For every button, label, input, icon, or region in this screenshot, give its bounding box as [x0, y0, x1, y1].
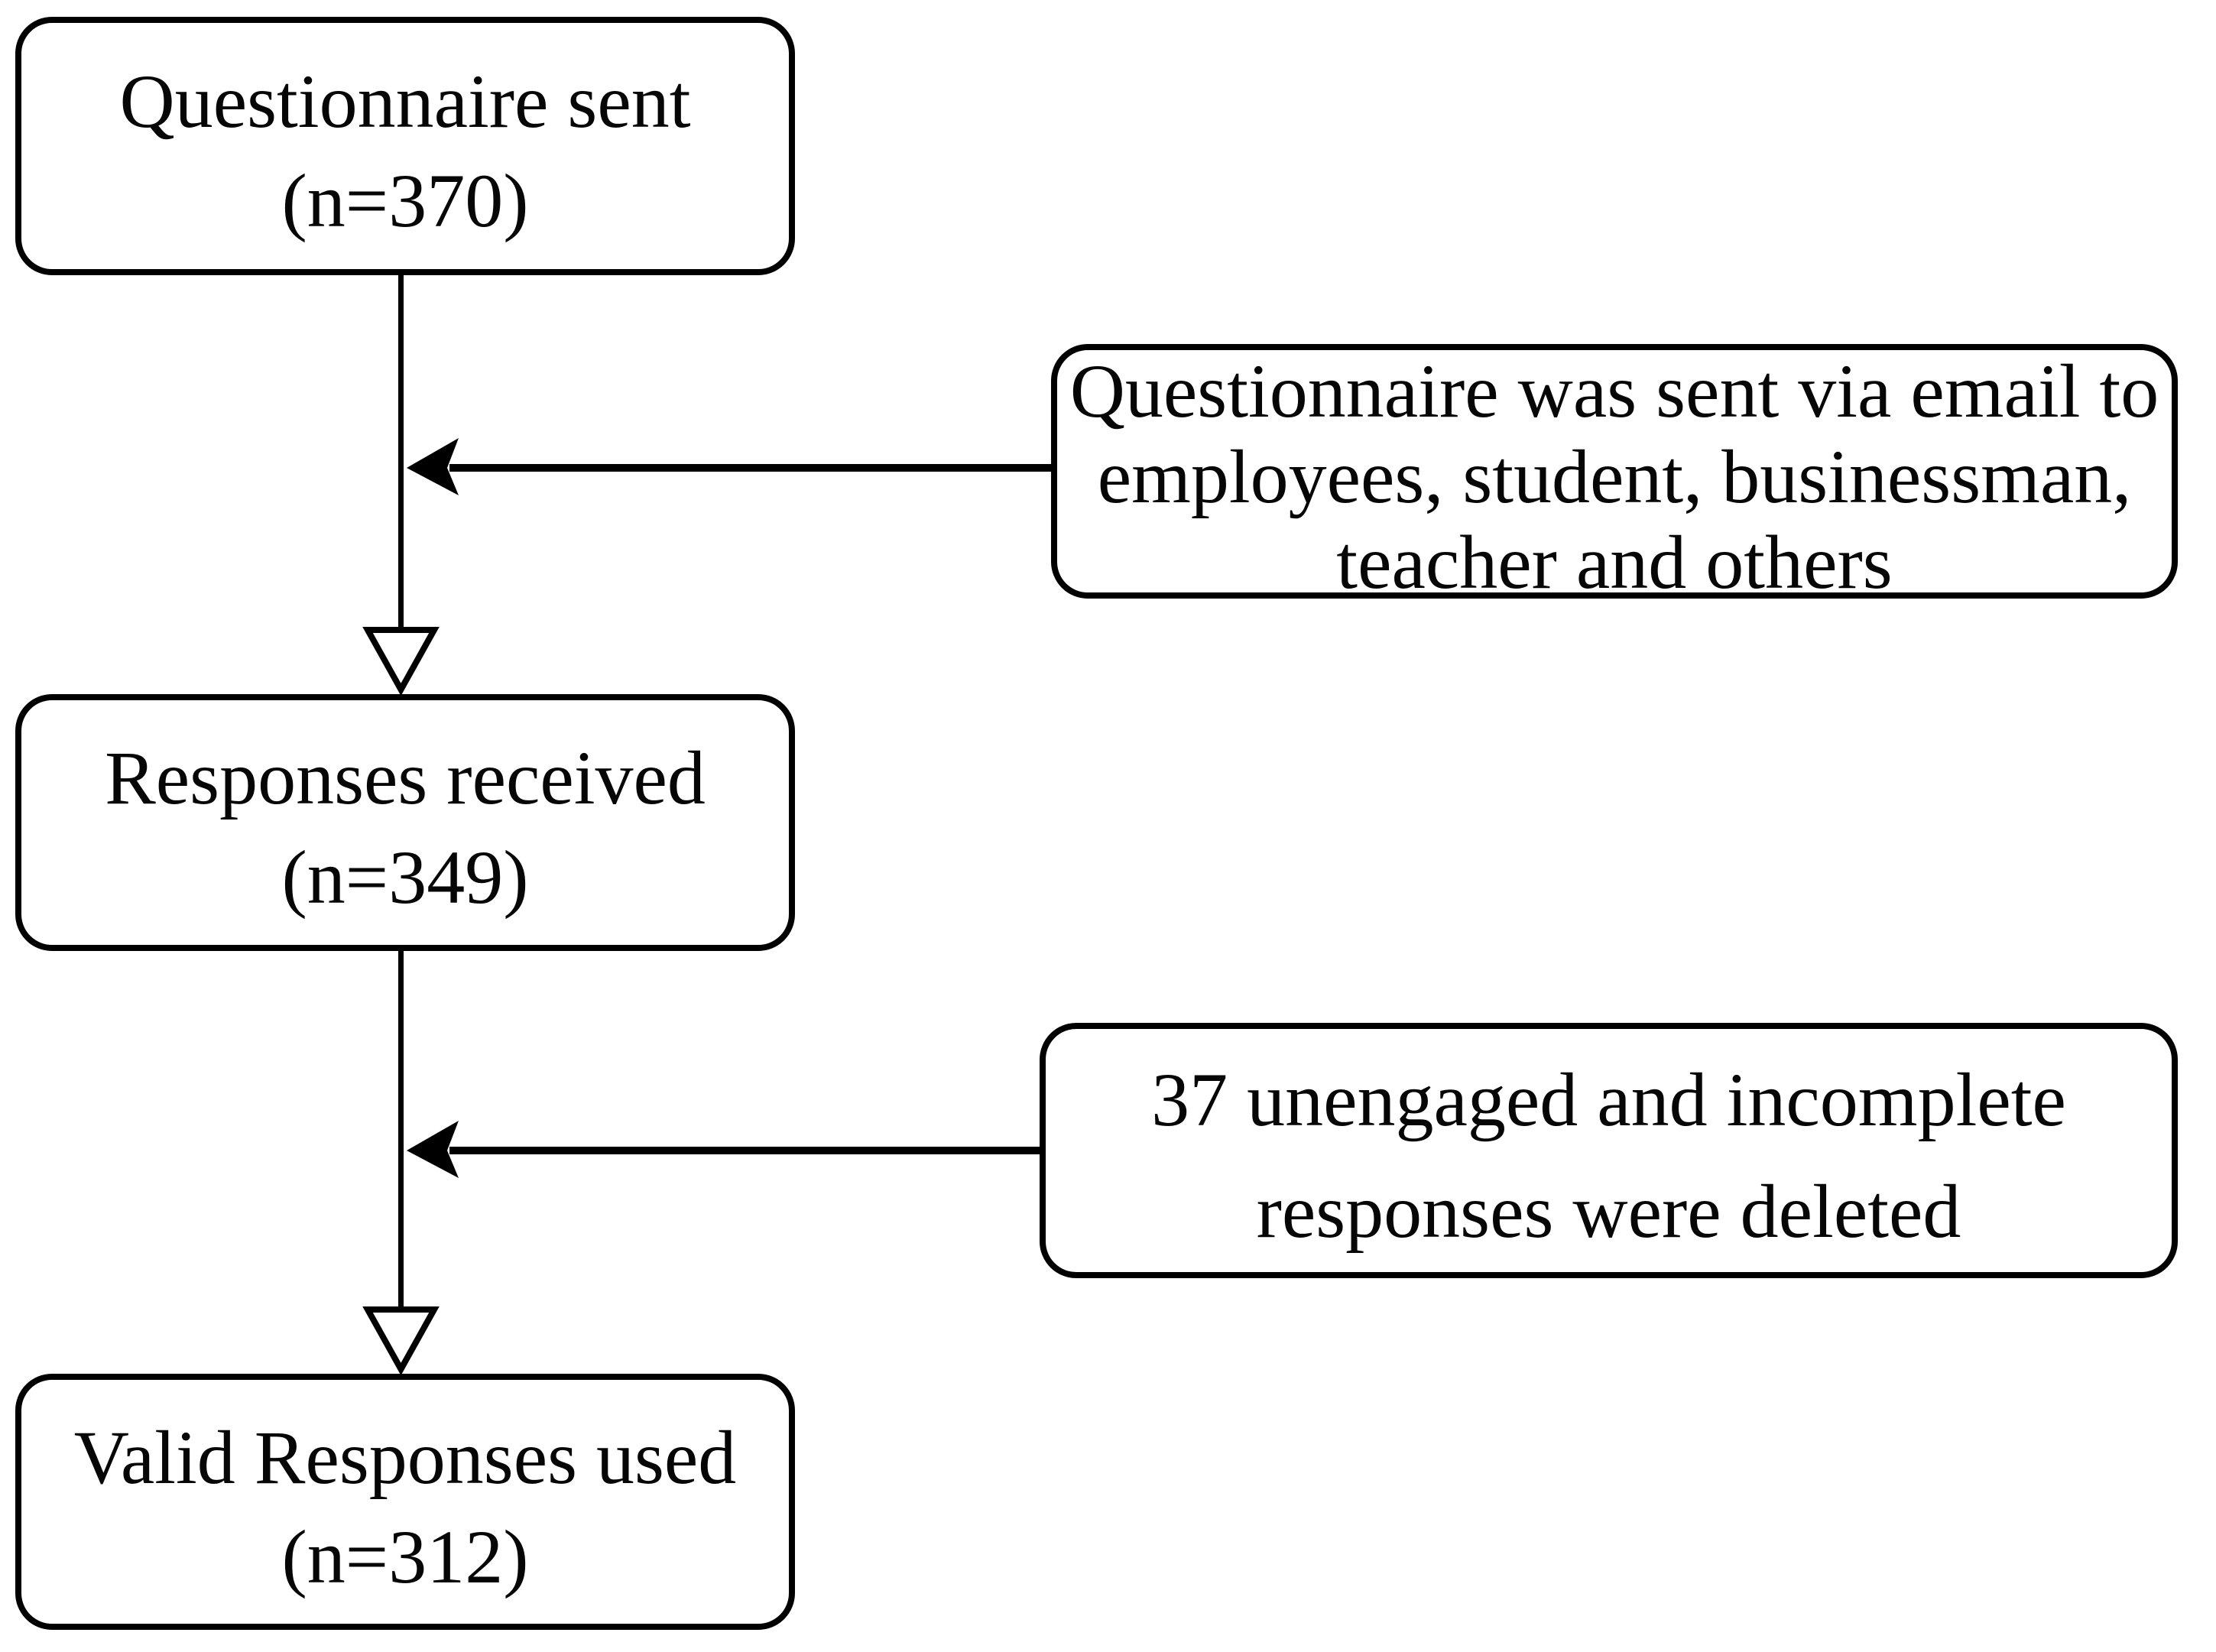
node-label-line: Questionnaire sent — [119, 59, 691, 144]
annotation-text-line: 37 unengaged and incomplete — [1151, 1057, 2066, 1142]
node-questionnaire-sent: Questionnaire sent (n=370) — [15, 17, 795, 275]
annotation-text-line: Questionnaire was sent via email to — [1069, 348, 2159, 433]
open-triangle-arrowhead-icon — [362, 1306, 440, 1376]
down-arrow-1 — [362, 272, 440, 696]
node-label-line: Responses received — [105, 735, 706, 820]
annotation-deleted-responses: 37 unengaged and incomplete responses we… — [1040, 1023, 2178, 1278]
left-arrow-1 — [407, 438, 1059, 495]
node-count-line: (n=349) — [281, 835, 529, 920]
open-triangle-arrowhead-icon — [362, 627, 440, 696]
filled-arrowhead-icon — [407, 438, 459, 495]
node-count-line: (n=370) — [281, 158, 529, 243]
down-arrow-2 — [362, 948, 440, 1376]
node-label-line: Valid Responses used — [73, 1414, 737, 1500]
node-valid-responses-used: Valid Responses used (n=312) — [15, 1374, 795, 1630]
annotation-text-line: employees, student, businessman, — [1097, 433, 2132, 519]
filled-arrowhead-icon — [407, 1121, 459, 1178]
node-count-line: (n=312) — [281, 1514, 529, 1599]
node-responses-received: Responses received (n=349) — [15, 694, 795, 951]
annotation-email-distribution: Questionnaire was sent via email to empl… — [1051, 344, 2178, 605]
annotation-text-line: teacher and others — [1336, 519, 1893, 605]
left-arrow-2 — [407, 1121, 1047, 1178]
annotation-text-line: responses were deleted — [1256, 1169, 1961, 1254]
